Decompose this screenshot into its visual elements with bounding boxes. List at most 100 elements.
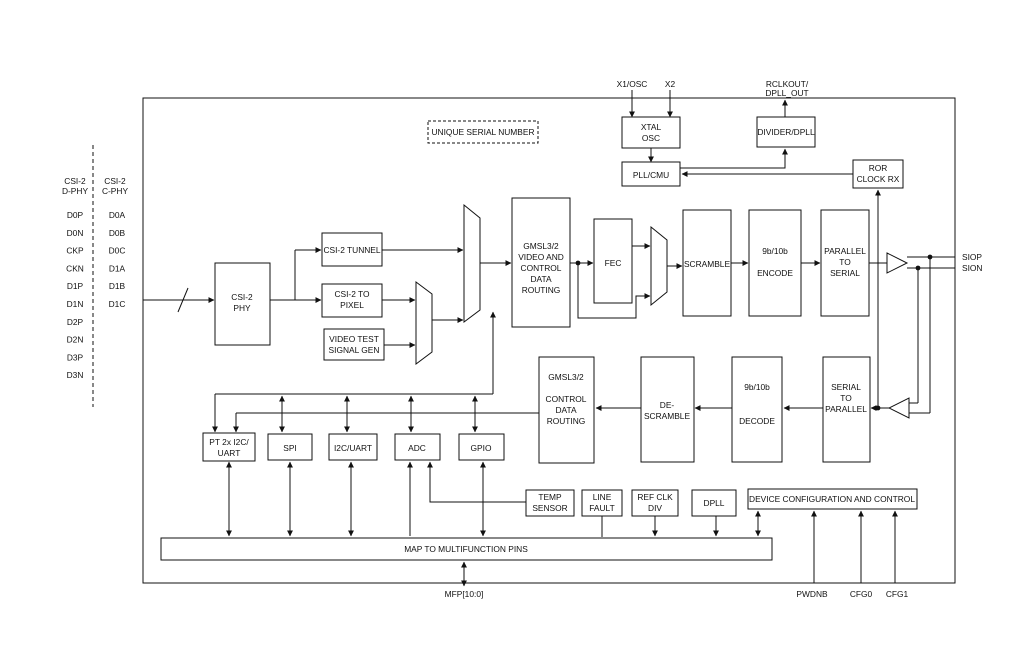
video-test-label-1: VIDEO TEST: [329, 334, 379, 344]
decode-block: [731, 356, 783, 463]
line-fault-label-1: LINE: [593, 492, 612, 502]
dphy-pin-d3n: D3N: [67, 370, 84, 380]
x2-pin: X2: [665, 79, 676, 89]
rclkout-pin-1: RCLKOUT/: [766, 79, 809, 89]
pll-cmu-block: [621, 161, 681, 187]
encode-label-1: 9b/10b: [762, 246, 788, 256]
gmsl-video-label-1: GMSL3/2: [523, 241, 559, 251]
unique-serial-box: [427, 120, 539, 144]
sion-pin: SION: [962, 263, 982, 273]
pll-cmu-label: PLL/CMU: [633, 170, 669, 180]
fec-block: [593, 218, 633, 304]
rx-receiver-icon: [887, 397, 910, 419]
csi2-phy-label-2: PHY: [233, 303, 251, 313]
rclkout-pin-2: DPLL_OUT: [765, 88, 808, 98]
csi2-to-pixel-label-2: PIXEL: [340, 300, 364, 310]
dpll-block: [691, 489, 737, 517]
dphy-pin-d2p: D2P: [67, 317, 84, 327]
ror-clock-rx-block: [852, 159, 904, 189]
cphy-header-2: C-PHY: [102, 186, 128, 196]
line-fault-label-2: FAULT: [589, 503, 614, 513]
spi-label: SPI: [283, 443, 297, 453]
siop-pin: SIOP: [962, 252, 982, 262]
p2s-label-2: TO: [839, 257, 851, 267]
s2p-label-3: PARALLEL: [825, 404, 867, 414]
spi-block: [267, 433, 313, 461]
gmsl-video-routing-block: [511, 197, 571, 328]
cphy-pin-d1a: D1A: [109, 263, 126, 273]
temp-sensor-label-2: SENSOR: [532, 503, 567, 513]
pwdnb-pin: PWDNB: [796, 589, 828, 599]
map-mfp-label: MAP TO MULTIFUNCTION PINS: [404, 544, 528, 554]
adc-block: [394, 433, 441, 461]
ror-label-2: CLOCK RX: [857, 174, 900, 184]
xtal-osc-label-2: OSC: [642, 133, 660, 143]
scramble-block: [682, 209, 732, 317]
x1osc-pin: X1/OSC: [617, 79, 648, 89]
gmsl-control-label-1: GMSL3/2: [548, 372, 584, 382]
mfp-pin: MFP[10:0]: [445, 589, 484, 599]
dphy-pin-d2n: D2N: [67, 335, 84, 345]
ref-clk-div-block: [631, 489, 679, 517]
s2p-label-1: SERIAL: [831, 382, 861, 392]
cfg0-pin: CFG0: [850, 589, 873, 599]
pt-i2c-label-1: PT 2x I2C/: [209, 437, 249, 447]
dphy-pin-d0n: D0N: [67, 228, 84, 238]
gmsl-control-routing-block: [538, 356, 595, 464]
ror-label-1: ROR: [869, 163, 888, 173]
csi2-to-pixel-label-1: CSI-2 TO: [334, 289, 370, 299]
csi2-to-pixel-block: [321, 283, 383, 318]
temp-sensor-block: [525, 489, 575, 517]
gmsl-control-label-3: DATA: [555, 405, 577, 415]
device-config-block: [747, 488, 918, 510]
dphy-header-1: CSI-2: [64, 176, 86, 186]
dphy-pin-ckp: CKP: [66, 246, 84, 256]
mux-fec: [650, 225, 668, 307]
dphy-pin-d0p: D0P: [67, 210, 84, 220]
adc-label: ADC: [408, 443, 426, 453]
dphy-header-2: D-PHY: [62, 186, 88, 196]
line-fault-block: [581, 489, 623, 517]
p2s-label-1: PARALLEL: [824, 246, 866, 256]
gpio-label: GPIO: [471, 443, 492, 453]
gmsl-video-label-5: ROUTING: [522, 285, 561, 295]
device-config-label: DEVICE CONFIGURATION AND CONTROL: [749, 494, 915, 504]
video-test-label-2: SIGNAL GEN: [329, 345, 380, 355]
encode-label-2: ENCODE: [757, 268, 793, 278]
mux-large: [463, 203, 481, 323]
descramble-block: [640, 356, 695, 463]
cphy-pin-d0a: D0A: [109, 210, 126, 220]
encode-block: [748, 209, 802, 317]
serial-to-parallel-block: [822, 356, 871, 463]
dphy-pin-d1n: D1N: [67, 299, 84, 309]
map-mfp-block: [160, 537, 773, 561]
cphy-pin-d0b: D0B: [109, 228, 126, 238]
descramble-label-1: DE-: [660, 400, 675, 410]
cphy-pin-d1c: D1C: [109, 299, 126, 309]
cfg1-pin: CFG1: [886, 589, 909, 599]
s2p-label-2: TO: [840, 393, 852, 403]
pt-i2c-label-2: UART: [218, 448, 241, 458]
descramble-label-2: SCRAMBLE: [644, 411, 690, 421]
parallel-to-serial-block: [820, 209, 870, 317]
dphy-pin-d1p: D1P: [67, 281, 84, 291]
ref-clk-label-2: DIV: [648, 503, 662, 513]
gmsl-video-label-3: CONTROL: [521, 263, 562, 273]
gpio-block: [458, 433, 505, 461]
dpll-label: DPLL: [704, 498, 725, 508]
cphy-pin-d0c: D0C: [109, 246, 126, 256]
cphy-pin-d1b: D1B: [109, 281, 126, 291]
temp-sensor-label-1: TEMP: [538, 492, 562, 502]
mux-small: [415, 281, 433, 365]
csi2-phy-block: [214, 262, 271, 346]
divider-dpll-label: DIVIDER/DPLL: [757, 127, 815, 137]
gmsl-video-label-2: VIDEO AND: [518, 252, 564, 262]
gmsl-video-label-4: DATA: [530, 274, 552, 284]
decode-label-1: 9b/10b: [744, 382, 770, 392]
dphy-pin-ckn: CKN: [66, 263, 84, 273]
ref-clk-label-1: REF CLK: [637, 492, 673, 502]
scramble-label: SCRAMBLE: [684, 259, 730, 269]
unique-serial-label: UNIQUE SERIAL NUMBER: [432, 127, 535, 137]
tx-driver-icon: [886, 252, 909, 274]
